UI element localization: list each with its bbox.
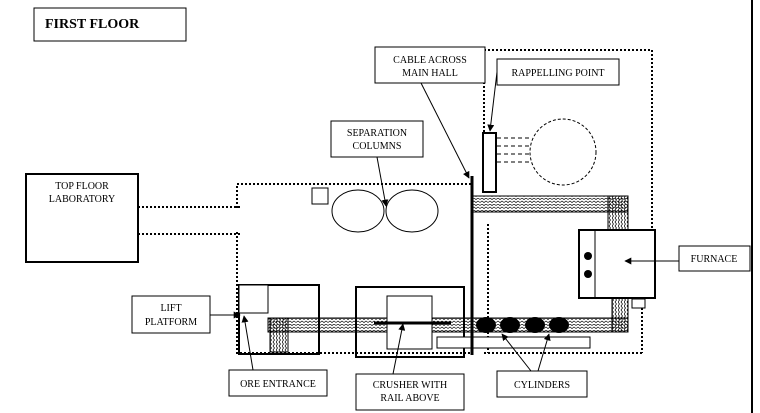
furnace-box: [578, 229, 656, 299]
lift-label: LIFT PLATFORM: [131, 295, 211, 334]
separation-label: SEPARATION COLUMNS: [330, 120, 424, 158]
furnace-label-text: FURNACE: [691, 254, 738, 265]
separation-column-right: [385, 189, 439, 233]
cable-label: CABLE ACROSS MAIN HALL: [374, 46, 486, 84]
crusher-label-line2: RAIL ABOVE: [380, 393, 439, 404]
lab-label-line2: LABORATORY: [49, 194, 116, 205]
top-floor-laboratory: [25, 173, 139, 263]
rappelling-label-text: RAPPELLING POINT: [511, 68, 604, 79]
furnace-small-square: [631, 298, 646, 309]
crusher-label-line1: CRUSHER WITH: [373, 380, 448, 391]
lift-label-line2: PLATFORM: [145, 317, 197, 328]
building-outline: [236, 49, 653, 354]
lift-platform: [238, 284, 320, 355]
ore-entrance-label: ORE ENTRANCE: [228, 369, 328, 397]
page-title: FIRST FLOOR: [45, 17, 140, 32]
lab-corridor: [138, 206, 240, 235]
cable-label-line2: MAIN HALL: [402, 68, 458, 79]
pointer-arrows: [210, 71, 679, 375]
separation-label-line1: SEPARATION: [347, 128, 407, 139]
rappelling-lines: [497, 137, 531, 163]
separation-column-left: [331, 189, 385, 233]
cylinders-label: CYLINDERS: [496, 370, 588, 398]
cylinders-label-text: CYLINDERS: [514, 380, 570, 391]
furnace-label: FURNACE: [678, 245, 751, 272]
conveyor-paths: [267, 195, 629, 353]
cylinder-base: [436, 336, 591, 349]
cylinders: [476, 317, 569, 333]
small-square: [311, 187, 329, 205]
lab-label-line1: TOP FLOOR: [55, 181, 109, 192]
separation-label-line2: COLUMNS: [353, 141, 402, 152]
crusher-label: CRUSHER WITH RAIL ABOVE: [355, 373, 465, 411]
cable-label-line1: CABLE ACROSS: [393, 55, 467, 66]
rappelling-label: RAPPELLING POINT: [496, 58, 620, 86]
lift-label-line1: LIFT: [160, 303, 181, 314]
rappelling-point-box: [482, 132, 497, 193]
ore-entrance-label-text: ORE ENTRANCE: [240, 379, 316, 390]
title-box: FIRST FLOOR: [33, 7, 187, 42]
rappelling-circle: [529, 118, 597, 186]
